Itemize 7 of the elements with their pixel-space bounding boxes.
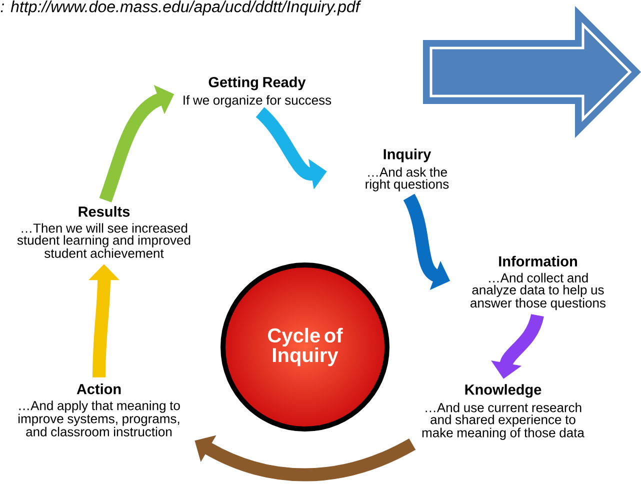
stage-text: Results …Then we will see increased student learning and improved student achievement: [17, 206, 190, 258]
stage-text: Getting Ready If we organize for success: [184, 76, 332, 108]
stage-text: Knowledge …And use current research and shared experience to make meaning of those data: [422, 384, 584, 440]
stage-text: Action …And apply that meaning to improve systems, programs, and classroom instruction: [18, 384, 180, 436]
source-url: : http://www.doe.mass.edu/apa/ucd/ddtt/Inquiry.pdf: [0, 0, 362, 16]
stage-text: Inquiry …And ask the right questions: [366, 148, 449, 192]
stage-text: Information …And collect and analyze data to help us answer those questions: [470, 256, 606, 310]
